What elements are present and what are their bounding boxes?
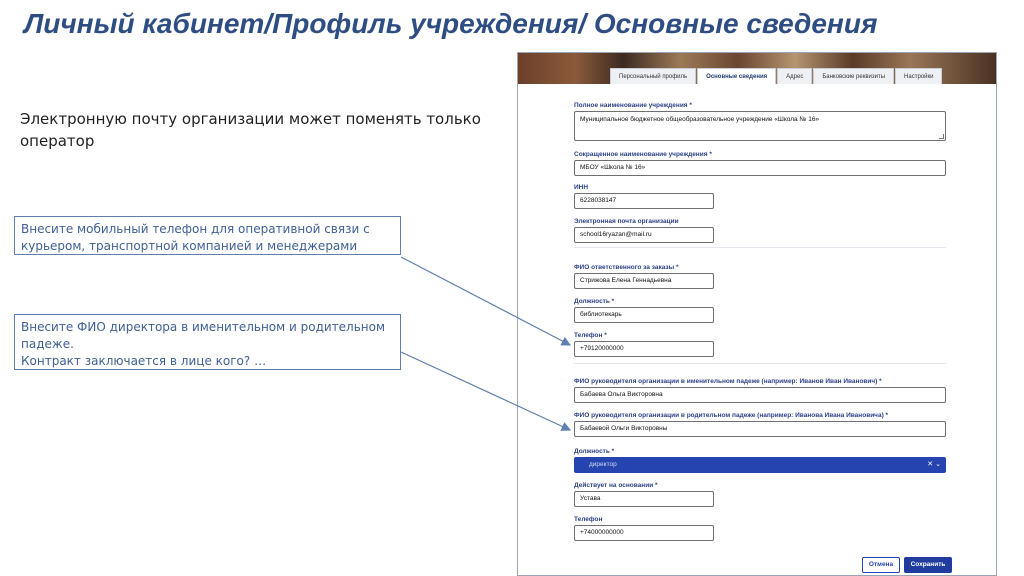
inn-label: ИНН xyxy=(574,184,589,191)
slide-title: Личный кабинет/Профиль учреждения/ Основ… xyxy=(24,8,878,39)
save-button[interactable]: Сохранить xyxy=(904,557,952,573)
email-input[interactable]: school16ryazan@mail.ru xyxy=(574,227,714,243)
section-divider xyxy=(574,247,946,248)
tab-main-info[interactable]: Основные сведения xyxy=(697,68,777,84)
tab-bank-details[interactable]: Банковские реквизиты xyxy=(813,68,895,84)
resize-handle-icon[interactable] xyxy=(939,134,944,139)
director-callout-line: падеже. xyxy=(21,337,74,351)
section-divider xyxy=(574,363,946,364)
position-field: Должность * библиотекарь xyxy=(574,297,714,323)
director-callout-line: Внесите ФИО директора в именительном и р… xyxy=(21,320,386,334)
position-input[interactable]: библиотекарь xyxy=(574,307,714,323)
short-name-label: Сокращенное наименование учреждения * xyxy=(574,151,712,158)
chevron-down-icon[interactable]: ⌄ xyxy=(935,461,941,468)
phone-callout-line: курьером, транспортной компанией и менед… xyxy=(21,239,358,253)
full-name-label: Полное наименование учреждения * xyxy=(574,102,692,109)
profile-screenshot: Персональный профиль Основные сведения А… xyxy=(517,52,997,576)
inn-input[interactable]: 6228038147 xyxy=(574,193,714,209)
basis-input[interactable]: Устава xyxy=(574,491,714,507)
cancel-button[interactable]: Отмена xyxy=(862,557,900,573)
director-callout-line: Контракт заключается в лице кого? … xyxy=(21,354,267,368)
email-note: Электронную почту организации может поме… xyxy=(20,110,481,150)
tab-personal-profile[interactable]: Персональный профиль xyxy=(610,68,697,84)
header-banner: Персональный профиль Основные сведения А… xyxy=(518,53,996,84)
director-nom-label: ФИО руководителя организации в именитель… xyxy=(574,378,882,385)
director-phone-input[interactable]: +74000000000 xyxy=(574,525,714,541)
phone-label: Телефон * xyxy=(574,332,607,339)
profile-tabs: Персональный профиль Основные сведения А… xyxy=(610,68,943,84)
position-label: Должность * xyxy=(574,298,615,305)
director-nom-field: ФИО руководителя организации в именитель… xyxy=(574,377,946,403)
short-name-field: Сокращенное наименование учреждения * МБ… xyxy=(574,150,946,176)
full-name-value: Муниципальное бюджетное общеобразователь… xyxy=(580,116,820,123)
full-name-input[interactable]: Муниципальное бюджетное общеобразователь… xyxy=(574,111,946,141)
director-position-label: Должность * xyxy=(574,448,615,455)
close-icon[interactable]: ✕ xyxy=(927,461,934,468)
short-name-input[interactable]: МБОУ «Школа № 16» xyxy=(574,160,946,176)
director-gen-input[interactable]: Бабаевой Ольги Викторовны xyxy=(574,421,946,437)
basis-field: Действует на основании * Устава xyxy=(574,481,714,507)
responsible-field: ФИО ответственного за заказы * Стрижова … xyxy=(574,263,714,289)
director-phone-label: Телефон xyxy=(574,516,603,523)
full-name-field: Полное наименование учреждения * Муницип… xyxy=(574,101,946,141)
phone-callout: Внесите мобильный телефон для оперативно… xyxy=(14,216,401,255)
director-position-value: директор xyxy=(589,461,617,468)
phone-field: Телефон * +79120000000 xyxy=(574,331,714,357)
tab-settings[interactable]: Настройки xyxy=(895,68,943,84)
director-callout: Внесите ФИО директора в именительном и р… xyxy=(14,314,401,370)
inn-field: ИНН 6228038147 xyxy=(574,183,714,209)
phone-callout-line: Внесите мобильный телефон для оперативно… xyxy=(21,222,370,236)
director-gen-field: ФИО руководителя организации в родительн… xyxy=(574,411,946,437)
director-gen-label: ФИО руководителя организации в родительн… xyxy=(574,412,889,419)
phone-input[interactable]: +79120000000 xyxy=(574,341,714,357)
email-label: Электронная почта организации xyxy=(574,218,679,225)
director-position-select[interactable]: директор ✕ ⌄ xyxy=(574,457,946,473)
basis-label: Действует на основании * xyxy=(574,482,658,489)
director-phone-field: Телефон +74000000000 xyxy=(574,515,714,541)
director-nom-input[interactable]: Бабаева Ольга Викторовна xyxy=(574,387,946,403)
director-position-field: Должность * директор ✕ ⌄ xyxy=(574,447,946,473)
responsible-label: ФИО ответственного за заказы * xyxy=(574,264,679,271)
responsible-input[interactable]: Стрижова Елена Геннадьевна xyxy=(574,273,714,289)
email-field: Электронная почта организации school16ry… xyxy=(574,217,714,243)
tab-address[interactable]: Адрес xyxy=(777,68,813,84)
